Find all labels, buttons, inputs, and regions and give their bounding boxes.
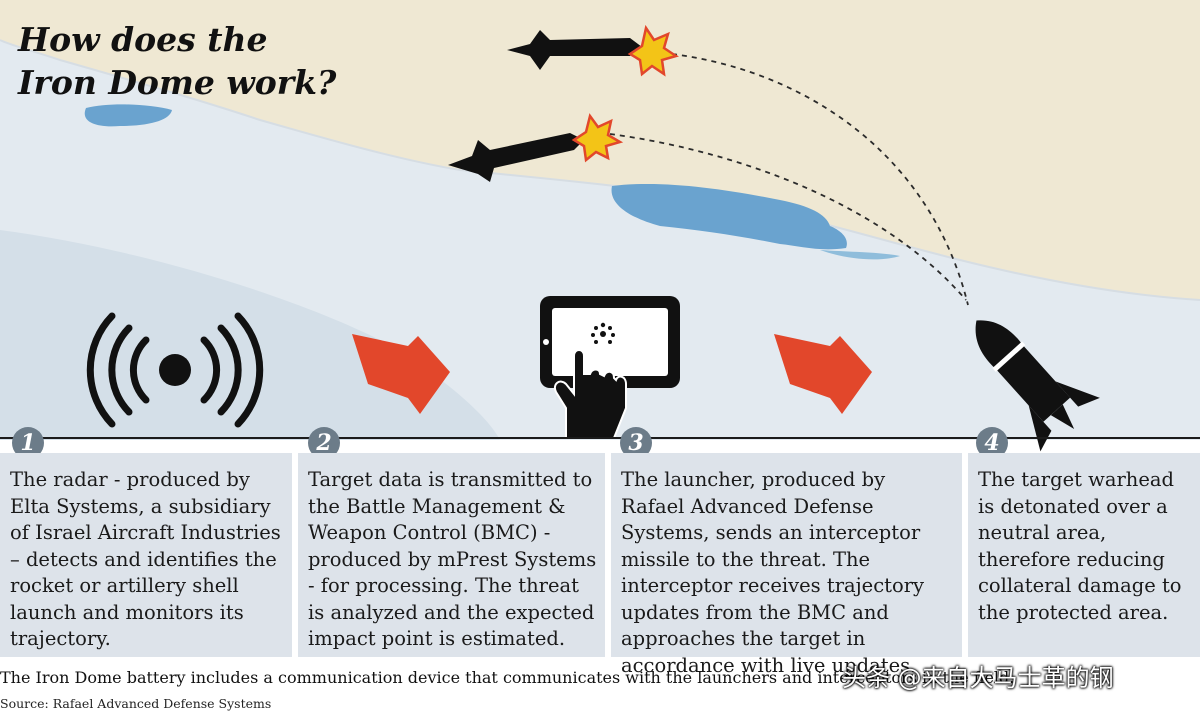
ground-line bbox=[0, 437, 1200, 439]
watermark: 头条 @来自大马士革的钢 bbox=[842, 664, 1114, 692]
footer-note: The Iron Dome battery includes a communi… bbox=[0, 668, 1015, 687]
page-title: How does the Iron Dome work? bbox=[18, 18, 336, 104]
title-line-2: Iron Dome work? bbox=[18, 63, 337, 102]
step-4-description: The target warhead is detonated over a n… bbox=[968, 453, 1200, 657]
arrow-right-icon bbox=[774, 334, 872, 414]
trajectory-path bbox=[609, 53, 969, 306]
step-3-description: The launcher, produced by Rafael Advance… bbox=[611, 453, 962, 677]
step-2-description: Target data is transmitted to the Battle… bbox=[298, 453, 605, 657]
arrow-right-icon bbox=[352, 334, 450, 414]
interceptor-missile-icon bbox=[975, 320, 1100, 452]
step-1-description: The radar - produced by Elta Systems, a … bbox=[0, 453, 292, 657]
enemy-rocket-icon bbox=[448, 113, 624, 182]
title-line-1: How does the bbox=[18, 20, 268, 59]
radar-icon bbox=[86, 312, 264, 428]
enemy-rocket-icon bbox=[507, 24, 679, 77]
tablet-touch-icon bbox=[540, 296, 680, 439]
source-credit: Source: Rafael Advanced Defense Systems bbox=[0, 696, 272, 711]
